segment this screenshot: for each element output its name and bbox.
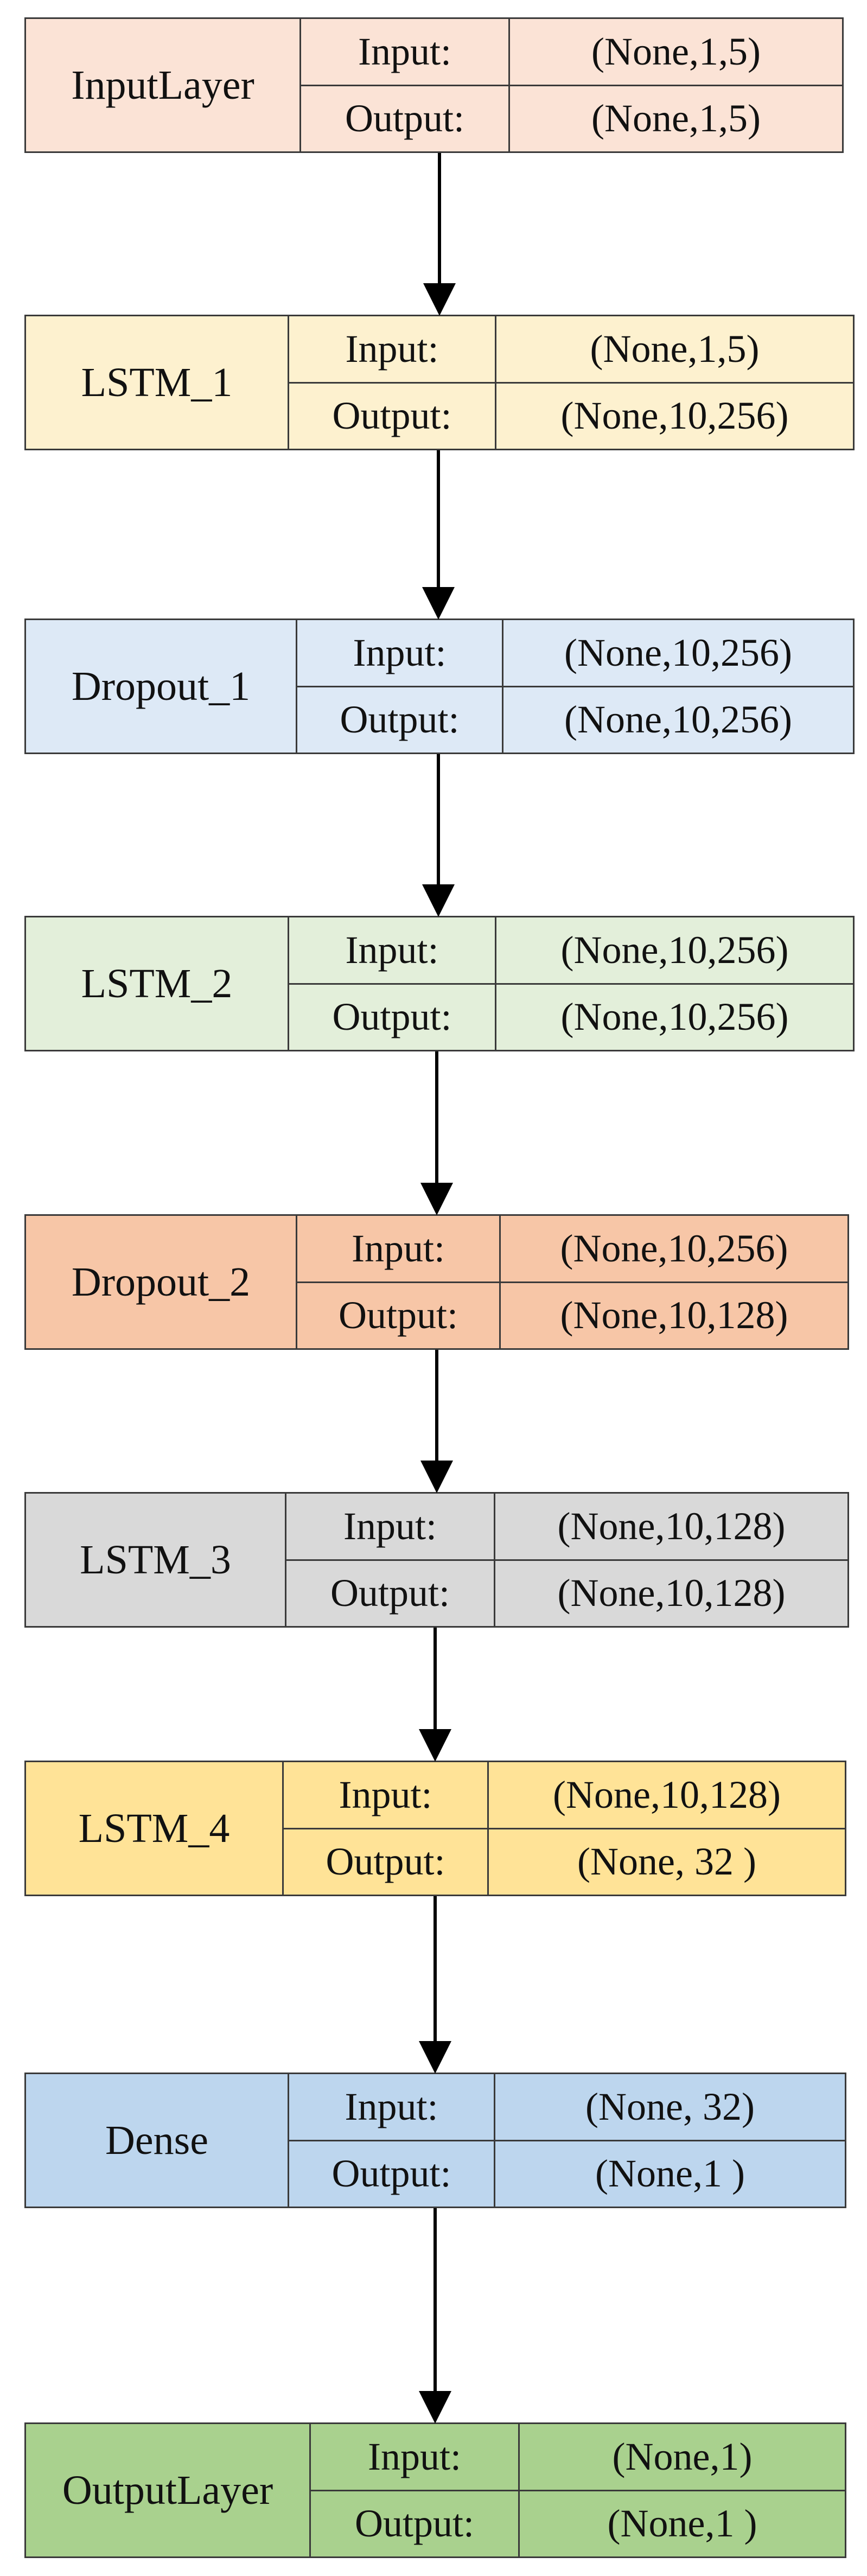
input-shape: (None,10,256) bbox=[564, 630, 792, 674]
layer-dropout-2: Dropout_2 Input: (None,10,256) Output: (… bbox=[24, 1214, 849, 1350]
layer-input: InputLayer Input: (None,1,5) Output: (No… bbox=[24, 17, 844, 153]
layer-output: OutputLayer Input: (None,1) Output: (Non… bbox=[24, 2422, 846, 2558]
output-label: Output: bbox=[297, 1283, 501, 1348]
layer-lstm-3: LSTM_3 Input: (None,10,128) Output: (Non… bbox=[24, 1492, 849, 1628]
input-shape: (None,10,256) bbox=[560, 1226, 788, 1270]
layer-name: Dropout_2 bbox=[26, 1216, 297, 1348]
output-shape: (None,1 ) bbox=[595, 2152, 745, 2196]
output-label: Output: bbox=[289, 383, 496, 449]
layer-dropout-1: Dropout_1 Input: (None,10,256) Output: (… bbox=[24, 619, 855, 754]
input-label: Input: bbox=[311, 2424, 520, 2490]
layer-lstm-4: LSTM_4 Input: (None,10,128) Output: (Non… bbox=[24, 1761, 846, 1896]
layer-name: LSTM_4 bbox=[26, 1762, 284, 1895]
output-label: Output: bbox=[286, 1560, 495, 1626]
output-shape: (None, 32 ) bbox=[577, 1840, 756, 1884]
layer-name: LSTM_2 bbox=[26, 917, 289, 1050]
output-label: Output: bbox=[301, 86, 510, 151]
output-label: Output: bbox=[297, 687, 503, 753]
layer-name: LSTM_3 bbox=[26, 1494, 286, 1626]
layer-lstm-2: LSTM_2 Input: (None,10,256) Output: (Non… bbox=[24, 916, 855, 1051]
input-label: Input: bbox=[286, 1494, 495, 1559]
input-shape: (None,1,5) bbox=[591, 29, 761, 73]
input-label: Input: bbox=[289, 917, 496, 983]
output-label: Output: bbox=[311, 2491, 520, 2556]
output-shape: (None,10,128) bbox=[560, 1293, 788, 1337]
input-label: Input: bbox=[289, 2074, 495, 2140]
input-label: Input: bbox=[297, 1216, 501, 1281]
layer-name: Dropout_1 bbox=[26, 620, 297, 753]
output-shape: (None,1 ) bbox=[607, 2502, 757, 2546]
layer-name: Dense bbox=[26, 2074, 289, 2207]
input-shape: (None, 32) bbox=[585, 2084, 755, 2128]
output-shape: (None,10,256) bbox=[564, 698, 792, 742]
output-shape: (None,10,128) bbox=[557, 1571, 786, 1615]
layer-name: LSTM_1 bbox=[26, 316, 289, 449]
input-label: Input: bbox=[289, 316, 496, 382]
input-shape: (None,10,128) bbox=[553, 1772, 781, 1816]
layer-name: InputLayer bbox=[26, 19, 301, 151]
output-label: Output: bbox=[284, 1829, 489, 1895]
layer-name: OutputLayer bbox=[26, 2424, 311, 2556]
input-label: Input: bbox=[284, 1762, 489, 1828]
output-label: Output: bbox=[289, 2141, 495, 2207]
input-label: Input: bbox=[297, 620, 503, 686]
input-shape: (None,1) bbox=[612, 2434, 753, 2478]
input-label: Input: bbox=[301, 19, 510, 85]
input-shape: (None,10,128) bbox=[557, 1504, 786, 1548]
output-shape: (None,1,5) bbox=[591, 97, 761, 141]
input-shape: (None,10,256) bbox=[560, 928, 789, 972]
layer-lstm-1: LSTM_1 Input: (None,1,5) Output: (None,1… bbox=[24, 315, 855, 450]
output-shape: (None,10,256) bbox=[560, 995, 789, 1039]
output-shape: (None,10,256) bbox=[560, 394, 789, 438]
input-shape: (None,1,5) bbox=[590, 327, 760, 371]
output-label: Output: bbox=[289, 984, 496, 1050]
